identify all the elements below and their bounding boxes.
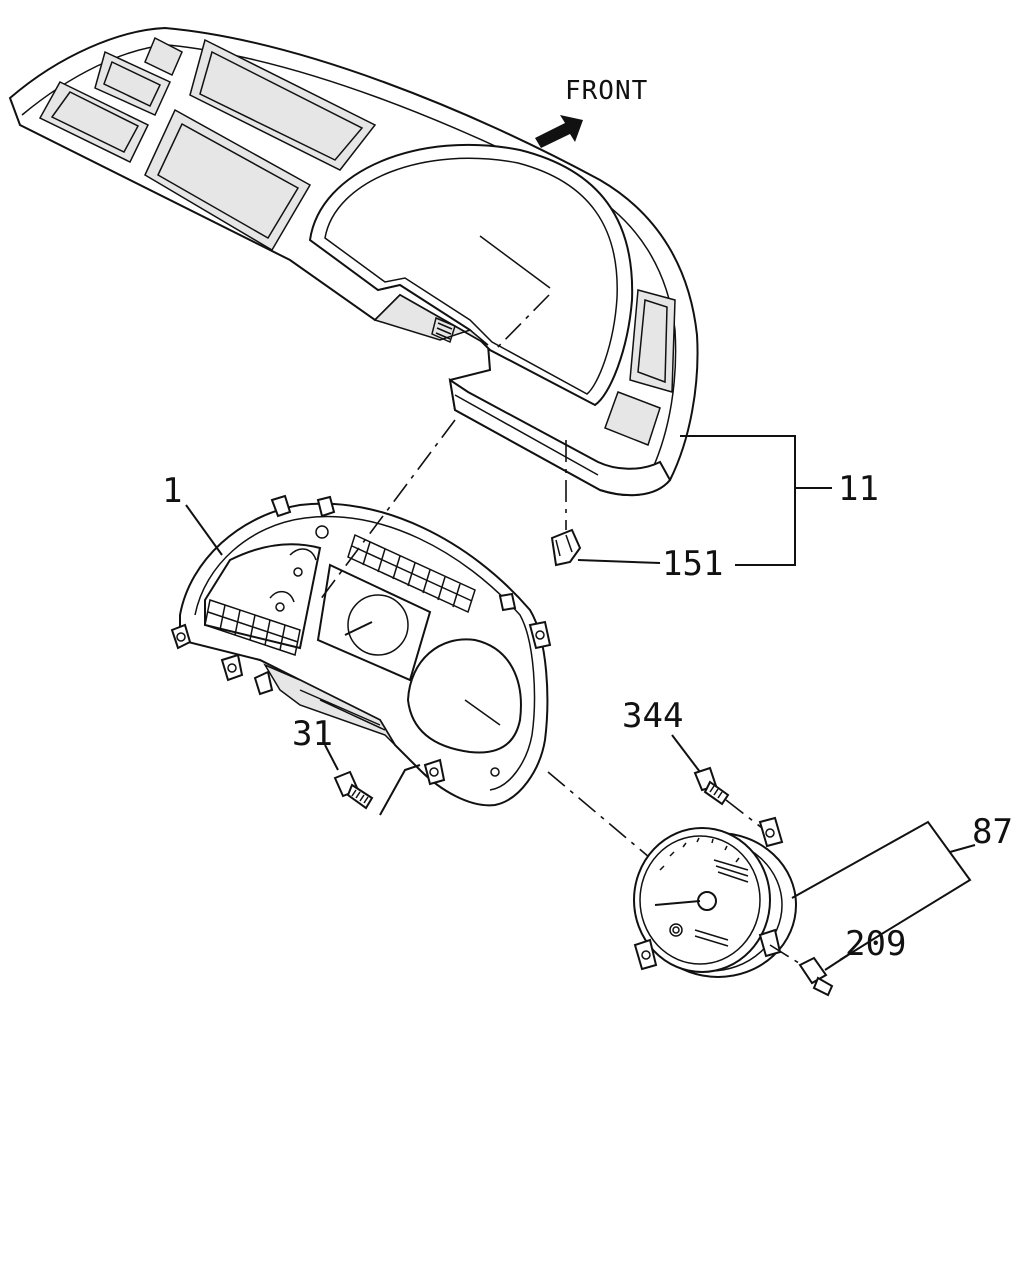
callout-11-leader bbox=[680, 435, 832, 566]
front-direction-indicator: FRONT bbox=[535, 76, 648, 148]
front-label: FRONT bbox=[565, 76, 648, 106]
callout-87-leader bbox=[791, 820, 976, 961]
callout-31: 31 bbox=[292, 714, 333, 754]
callout-11: 11 bbox=[838, 469, 879, 509]
instrument-panel-bezel bbox=[8, 26, 699, 497]
bulb-209 bbox=[769, 944, 849, 997]
clip-151 bbox=[550, 440, 661, 567]
screw-31 bbox=[324, 744, 421, 816]
combination-meter bbox=[170, 294, 552, 807]
callout-209: 209 bbox=[845, 924, 906, 964]
callout-344: 344 bbox=[622, 696, 683, 736]
callout-1-leader bbox=[185, 504, 223, 556]
warning-lamp-grid-left bbox=[204, 599, 301, 656]
warning-lamp-grid-right bbox=[347, 533, 476, 614]
screw-344 bbox=[671, 734, 763, 829]
callout-151: 151 bbox=[662, 544, 723, 584]
callout-1: 1 bbox=[162, 471, 182, 511]
callout-87: 87 bbox=[972, 812, 1013, 852]
front-arrow-icon bbox=[535, 115, 583, 148]
tachometer bbox=[633, 816, 797, 978]
